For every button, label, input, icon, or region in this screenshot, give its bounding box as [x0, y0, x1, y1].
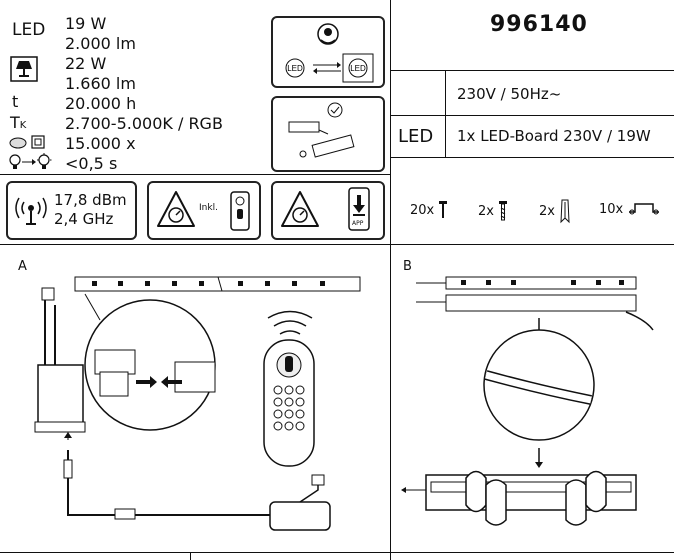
table-line-2	[390, 115, 674, 116]
panel-a-illustration	[34, 276, 361, 531]
screw-icon	[498, 201, 507, 221]
phone-download-icon	[348, 187, 370, 231]
table-line-1	[390, 70, 674, 71]
led-label: LED	[12, 20, 46, 40]
divider-left-row	[0, 174, 390, 175]
voltage: 230V / 50Hz~	[457, 85, 562, 103]
table-line-vert	[445, 70, 446, 157]
lamp-power: 22 W	[65, 54, 107, 73]
life-hours: 20.000 h	[65, 94, 137, 113]
pin-icon	[439, 201, 448, 218]
led-board-desc: 1x LED-Board 230V / 19W	[457, 127, 651, 145]
led-lumen: 2.000 lm	[65, 34, 136, 53]
accessory-screws: 2x	[478, 200, 508, 222]
mounting-clip-icon	[629, 203, 660, 215]
table-line-3	[390, 157, 674, 158]
remote-icon	[230, 191, 250, 231]
temp-symbol-main: T	[10, 113, 20, 132]
accessory-qty: 2x	[478, 203, 494, 219]
divider-vertical-lower	[390, 244, 391, 560]
warmup: <0,5 s	[65, 154, 118, 173]
divider-bottom-tick	[190, 552, 191, 560]
switch-cycles-icon	[8, 134, 48, 150]
switch-cycles: 15.000 x	[65, 134, 136, 153]
app-label: APP	[352, 220, 364, 227]
divider-bottom	[0, 552, 674, 553]
accessory-qty: 20x	[410, 202, 435, 218]
life-symbol: t	[12, 92, 19, 111]
led-board-label: LED	[398, 126, 434, 147]
divider-horizontal-main	[0, 244, 674, 245]
wireless-spec-box: 17,8 dBm 2,4 GHz	[6, 181, 137, 240]
accessory-pins: 20x	[410, 200, 448, 220]
temp-symbol: TK	[10, 113, 26, 132]
accessory-wall-plugs: 2x	[539, 198, 571, 224]
divider-vertical	[390, 0, 391, 245]
wall-plug-icon	[560, 199, 570, 224]
accessory-qty: 10x	[599, 201, 624, 217]
dimmable-led-box: LED LED	[271, 16, 385, 88]
smart-triangle-icon	[281, 191, 319, 227]
remote-included-box: Inkl.	[147, 181, 261, 240]
svg-text:LED: LED	[287, 64, 303, 73]
panel-a-label: A	[18, 259, 27, 274]
wireless-frequency: 2,4 GHz	[54, 210, 114, 228]
accessory-qty: 2x	[539, 203, 555, 219]
app-control-box: APP	[271, 181, 385, 240]
temp-symbol-sub: K	[19, 120, 27, 131]
color-temp: 2.700-5.000K / RGB	[65, 114, 223, 133]
accessory-clips: 10x	[599, 200, 661, 218]
svg-text:LED: LED	[350, 64, 366, 73]
article-number: 996140	[490, 12, 588, 37]
lamp-icon	[10, 56, 38, 82]
panel-b-illustration	[401, 276, 654, 526]
warmup-icon	[8, 153, 52, 171]
wireless-antenna-icon	[15, 197, 47, 225]
smart-triangle-icon	[157, 191, 195, 227]
lamp-lumen: 1.660 lm	[65, 74, 136, 93]
wireless-power: 17,8 dBm	[54, 191, 127, 209]
installation-box	[271, 96, 385, 172]
led-power: 19 W	[65, 14, 107, 33]
incl-label: Inkl.	[199, 203, 218, 213]
panel-b-label: B	[403, 259, 412, 274]
